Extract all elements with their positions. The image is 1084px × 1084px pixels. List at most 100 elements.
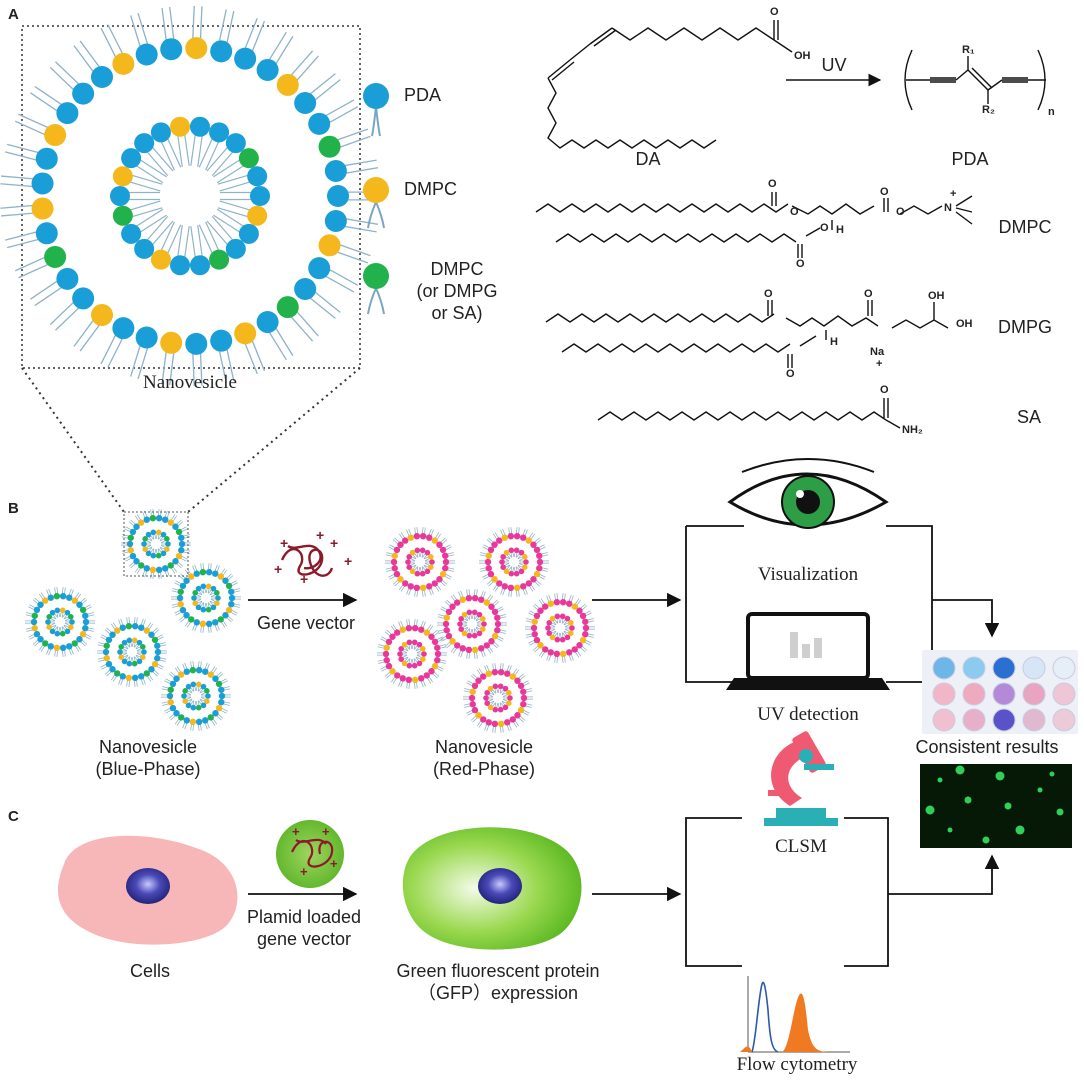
- legend-dmpc-lipid: [363, 177, 389, 229]
- nanovesicle-caption: Nanovesicle: [143, 372, 237, 393]
- atom-o-dmpc-5: O: [820, 222, 829, 234]
- da-label: DA: [635, 149, 661, 169]
- atom-o-dmpc-2: O: [790, 206, 799, 218]
- small-nanovesicle: [437, 589, 507, 659]
- legend-label-dmpc-alt: DMPC (or DMPG or SA): [416, 259, 498, 323]
- zoom-line-right: [187, 367, 361, 513]
- uv-detection-label: UV detection: [757, 704, 859, 725]
- small-nanovesicle: [525, 593, 595, 663]
- zoom-box: [21, 25, 361, 369]
- atom-h-dmpg: H: [830, 336, 838, 348]
- da-structure: [547, 20, 793, 149]
- atom-n-subscript: n: [1048, 106, 1055, 118]
- atom-h-dmpc: H: [836, 224, 844, 236]
- atom-na: Na: [870, 346, 885, 358]
- nucleus-green-cell: [478, 868, 522, 904]
- nucleus-pink-cell: [126, 868, 170, 904]
- bracket-b-left: [685, 526, 744, 683]
- atom-o-dmpc-4: O: [896, 206, 905, 218]
- bracket-c-left: [685, 817, 742, 967]
- small-nanovesicle: [377, 619, 447, 689]
- clsm-label: CLSM: [775, 836, 827, 857]
- sa-structure: [597, 398, 901, 429]
- red-phase-label: Nanovesicle (Red-Phase): [432, 737, 536, 779]
- gfp-label: Green fluorescent protein （GFP）expressio…: [396, 961, 600, 1003]
- legend-pda-lipid: [363, 83, 389, 137]
- legend-label-dmpc: DMPC: [404, 179, 457, 199]
- legend-label-pda: PDA: [404, 85, 442, 105]
- bracket-b-right: [886, 525, 933, 683]
- atom-oh-dmpg-1: OH: [928, 290, 945, 302]
- gene-vector-icon: [280, 544, 334, 577]
- microscope-icon: [764, 731, 838, 826]
- atom-oh-dmpg-2: OH: [956, 318, 973, 330]
- small-nanovesicle: [479, 527, 549, 597]
- atom-o-sa: O: [880, 384, 889, 396]
- atom-o-dmpg-2: O: [864, 288, 873, 300]
- atom-o-dmpc-1: O: [768, 178, 777, 190]
- pda-structure: [904, 49, 1046, 111]
- loaded-gene-vector: [276, 820, 344, 888]
- dmpc-label: DMPC: [998, 217, 1052, 237]
- svg-text:+: +: [300, 864, 308, 879]
- small-nanovesicle: [463, 663, 533, 733]
- atom-oh-da: OH: [794, 50, 811, 62]
- svg-text:+: +: [316, 527, 324, 543]
- small-nanovesicle: [97, 617, 167, 687]
- blue-phase-label: Nanovesicle (Blue-Phase): [95, 737, 201, 779]
- svg-text:+: +: [280, 535, 288, 551]
- atom-nh2-sa: NH₂: [902, 424, 923, 436]
- plasmid-label: Plamid loaded gene vector: [246, 907, 362, 949]
- small-nanovesicle: [121, 509, 191, 579]
- dmpg-label: DMPG: [998, 317, 1052, 337]
- atom-r1: R₁: [962, 44, 975, 56]
- gene-vector-charges: + + + + + +: [274, 527, 352, 587]
- small-nanovesicle: [25, 587, 95, 657]
- atom-r2: R₂: [982, 104, 995, 116]
- arrow-to-results: [932, 599, 1000, 638]
- legend-dmpc-alt-lipid: [363, 263, 389, 315]
- svg-text:+: +: [300, 571, 308, 587]
- blue-phase-vesicles: [25, 509, 241, 731]
- zoom-source-box: [123, 511, 189, 577]
- flow-cytometry-plot: [740, 976, 850, 1053]
- panel-label-c: C: [8, 808, 19, 825]
- pda-label: PDA: [951, 149, 989, 169]
- svg-text:+: +: [322, 824, 330, 839]
- svg-text:+: +: [292, 824, 300, 839]
- well-plate-image: [922, 650, 1078, 734]
- small-nanovesicle: [161, 661, 231, 731]
- svg-text:+: +: [330, 856, 338, 871]
- atom-o-dmpc-3: O: [880, 186, 889, 198]
- bracket-c-right: [844, 817, 889, 967]
- atom-o-dmpg-3: O: [786, 368, 795, 380]
- small-nanovesicle: [385, 527, 455, 597]
- svg-text:+: +: [344, 553, 352, 569]
- fluorescence-image: [920, 764, 1072, 848]
- consistent-results-label: Consistent results: [915, 737, 1059, 757]
- panel-label-a: A: [8, 6, 19, 23]
- flow-cytometry-label: Flow cytometry: [736, 1054, 858, 1075]
- eye-icon: [727, 458, 889, 529]
- laptop-icon: [726, 612, 890, 690]
- atom-plus-na: +: [876, 358, 883, 370]
- svg-text:+: +: [274, 561, 282, 577]
- sa-label: SA: [1016, 407, 1041, 427]
- uv-label: UV: [821, 55, 847, 75]
- svg-text:+: +: [330, 535, 338, 551]
- atom-o-dmpc-6: O: [796, 258, 805, 270]
- atom-o-da: O: [770, 6, 779, 18]
- panel-label-b: B: [8, 500, 19, 517]
- dmpg-structure: [545, 300, 949, 368]
- gene-vector-label: Gene vector: [256, 613, 356, 633]
- dmpc-structure: [535, 192, 973, 258]
- arrow-to-fluorescence: [888, 854, 1000, 895]
- small-nanovesicle: [171, 563, 241, 633]
- atom-o-dmpg-1: O: [764, 288, 773, 300]
- atom-n-dmpc: N: [944, 202, 952, 214]
- visualization-label: Visualization: [757, 564, 859, 585]
- atom-plus-dmpc: +: [950, 188, 957, 200]
- red-phase-vesicles: [377, 527, 595, 733]
- nanovesicle-large: [0, 5, 380, 387]
